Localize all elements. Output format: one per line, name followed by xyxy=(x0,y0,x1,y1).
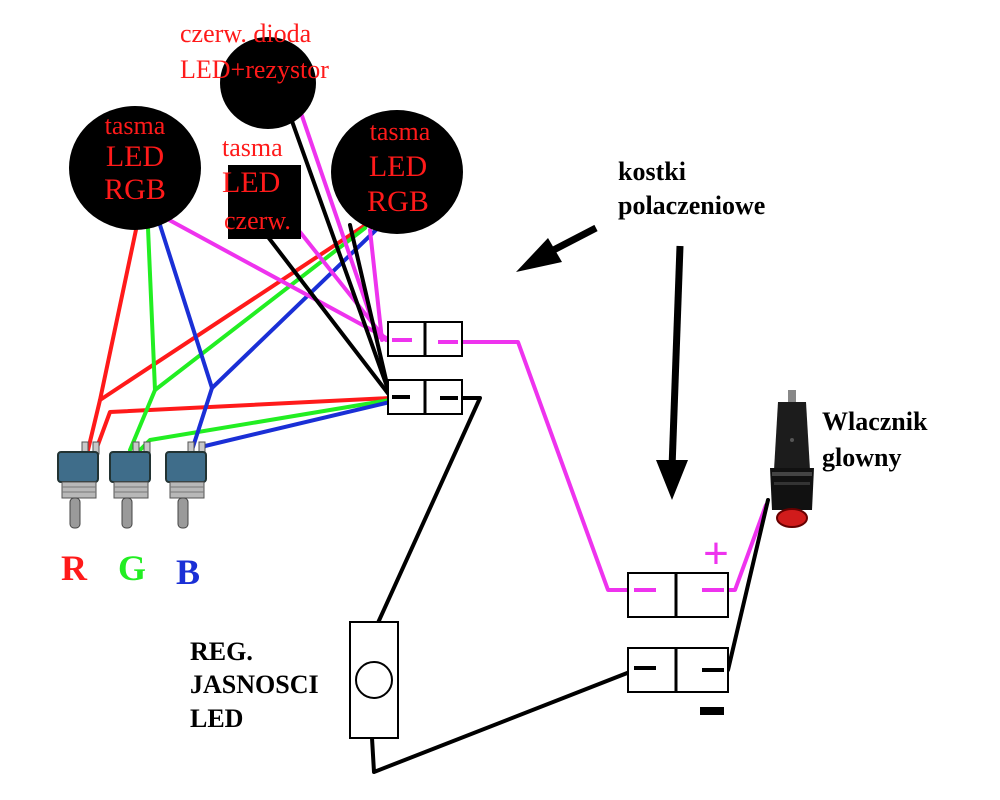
dimmer-label-line1: REG. xyxy=(190,637,253,666)
plus-label: + xyxy=(703,529,729,578)
switch-g-label: G xyxy=(118,548,146,588)
red-strip-block xyxy=(228,165,301,239)
wire-black-dimmer-top xyxy=(375,396,482,627)
wire-green-connector-to-g xyxy=(138,398,392,452)
rgb-strip-left: tasma LED RGB xyxy=(69,106,201,230)
rgb-strip-right-blob xyxy=(331,110,463,234)
main-switch-label-line1: Wlacznik xyxy=(822,407,928,436)
rgb-strip-left-text2: LED xyxy=(106,140,164,173)
wire-black-red-strip xyxy=(253,218,392,398)
red-strip-text1: tasma xyxy=(222,133,283,162)
wire-red-left-strip-to-r xyxy=(86,223,139,452)
toggle-switch-icon xyxy=(165,441,207,529)
wire-black-diode xyxy=(286,108,392,397)
toggle-switch-r: R xyxy=(57,441,100,588)
toggle-switch-icon xyxy=(57,441,100,529)
rgb-strip-right: tasma LED RGB xyxy=(331,110,463,234)
wire-magenta-right-strip xyxy=(368,228,384,342)
red-strip-text3: czerw. xyxy=(224,206,291,235)
red-diode-text2: LED+rezystor xyxy=(180,55,329,84)
connectors-label-line2: polaczeniowe xyxy=(618,191,765,220)
connector-block-bottom-lower xyxy=(627,647,729,693)
rgb-strip-right-text1: tasma xyxy=(370,117,431,146)
rgb-strip-left-text3: RGB xyxy=(104,173,166,206)
wire-magenta-left-strip xyxy=(158,213,392,342)
red-diode-text1: czerw. dioda xyxy=(180,19,312,48)
rgb-strip-right-text2: LED xyxy=(369,150,427,183)
rgb-strip-left-blob xyxy=(69,106,201,230)
connectors-label-line1: kostki xyxy=(618,157,686,186)
wires xyxy=(86,108,770,774)
red-diode: czerw. dioda LED+rezystor xyxy=(180,19,329,129)
dimmer-label-line2: JASNOSCI xyxy=(190,670,319,699)
wire-black-dimmer-bottom xyxy=(370,666,642,774)
arrow-icon xyxy=(656,245,688,500)
red-strip-text2: LED xyxy=(222,166,280,199)
switch-b-label: B xyxy=(176,552,200,592)
arrow-icon xyxy=(516,224,598,272)
toggle-switch-g: G xyxy=(109,441,151,588)
potentiometer-icon xyxy=(349,621,399,739)
dimmer-label-line3: LED xyxy=(190,704,243,733)
switch-r-label: R xyxy=(61,548,88,588)
wire-red-connector-to-r xyxy=(94,396,392,452)
wire-magenta-diode xyxy=(298,108,380,340)
wire-magenta-main xyxy=(453,340,642,592)
red-diode-blob xyxy=(220,37,316,129)
wire-black-right-strip xyxy=(348,223,392,399)
main-switch-label-line2: glowny xyxy=(822,443,901,472)
red-strip: tasma LED czerw. xyxy=(222,133,301,239)
wire-red-right-strip-to-r xyxy=(98,220,372,402)
rgb-strip-right-text3: RGB xyxy=(367,185,429,218)
connector-block-top-upper xyxy=(387,321,463,357)
connector-block-top-lower xyxy=(387,379,463,415)
minus-label xyxy=(700,707,724,715)
wire-green-right-strip-to-g xyxy=(153,226,367,392)
wire-green-left-strip-to-g xyxy=(128,226,157,452)
wire-blue-left-strip-to-b xyxy=(158,223,214,452)
connector-block-bottom-upper xyxy=(627,572,729,618)
toggle-switch-icon xyxy=(109,441,151,529)
cigarette-lighter-plug-icon xyxy=(770,390,814,528)
toggle-switch-b: B xyxy=(165,441,207,592)
rgb-strip-left-text1: tasma xyxy=(105,111,166,140)
